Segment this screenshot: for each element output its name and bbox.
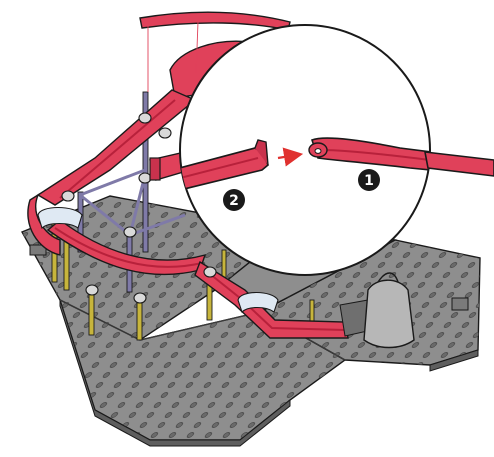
- track-top-rail: [140, 12, 290, 30]
- pole: [89, 290, 94, 335]
- callout-badge-2: 2: [223, 189, 245, 211]
- bucket: [364, 280, 414, 347]
- callout-label-2: 2: [229, 193, 239, 209]
- connector-hub: [139, 173, 151, 183]
- connector-hub: [124, 227, 136, 237]
- pole: [137, 300, 142, 340]
- connector-hub: [159, 128, 171, 138]
- connector-hub: [204, 267, 216, 277]
- connector-hub: [139, 113, 151, 123]
- connector-hub: [62, 191, 74, 201]
- callout-badge-1: 1: [358, 169, 380, 191]
- zoom-detail-callout: [172, 25, 494, 275]
- connector-hub: [86, 285, 98, 295]
- callout-label-1: 1: [364, 173, 374, 189]
- connector-hub: [134, 293, 146, 303]
- track-long-slide: [38, 90, 195, 205]
